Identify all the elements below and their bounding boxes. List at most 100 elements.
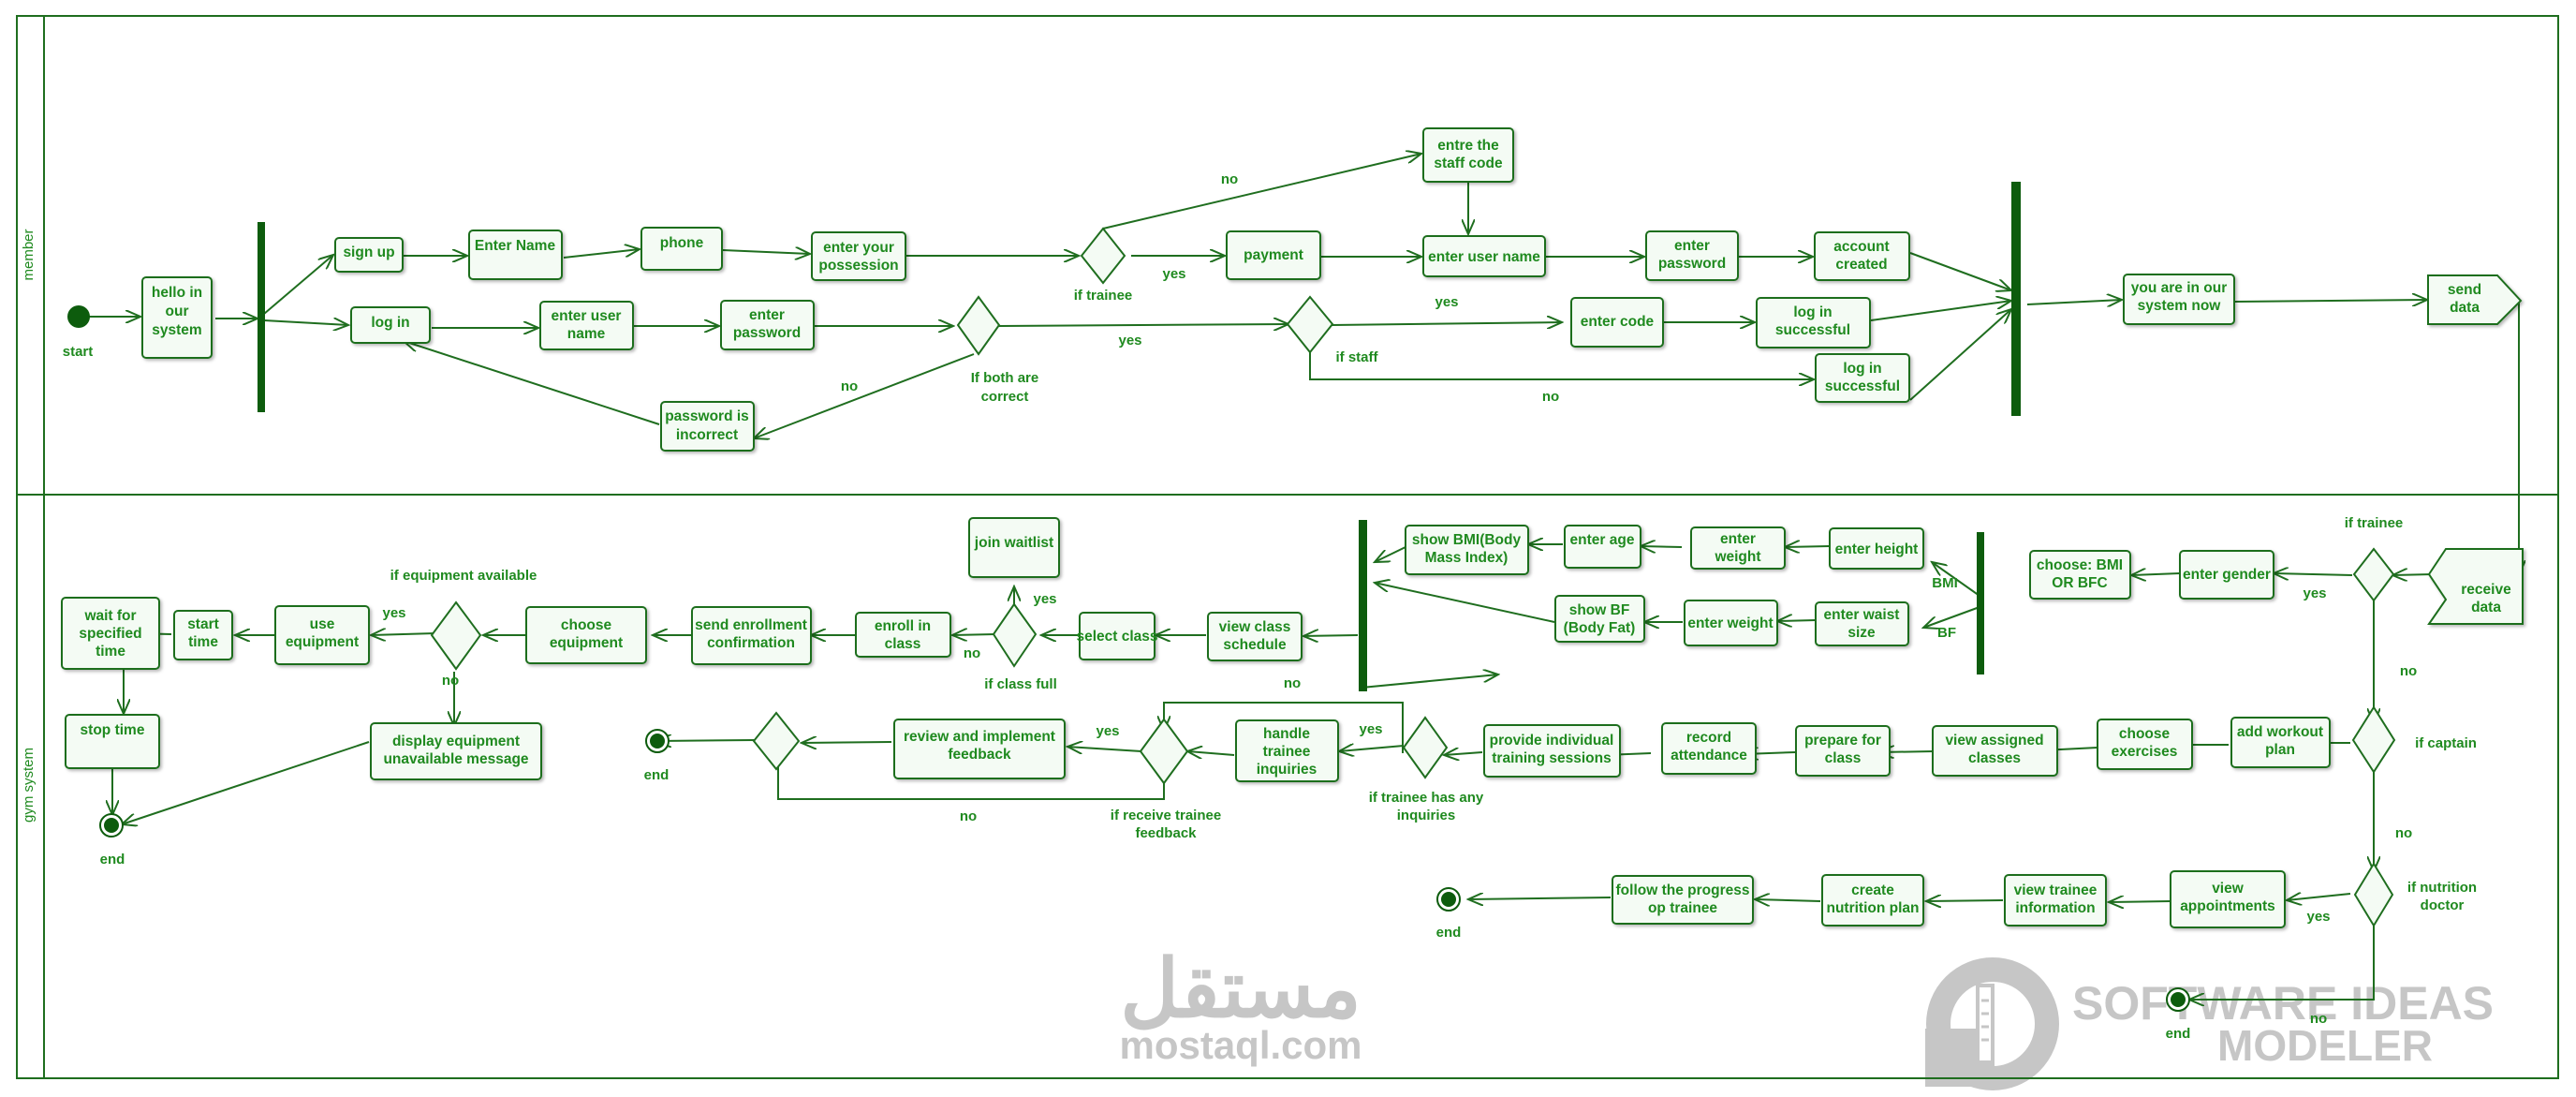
swimlanes xyxy=(16,15,2559,1079)
software-ideas-logo-icon xyxy=(1925,957,2059,1090)
lane-label-gym-system: gym system xyxy=(21,748,37,823)
svg-text:show BF(Body Fat): show BF(Body Fat) xyxy=(1564,602,1636,636)
svg-text:enter height: enter height xyxy=(1835,541,1919,557)
label-no-captain: no xyxy=(2395,825,2412,841)
node-enter-code: enter code xyxy=(1570,297,1664,348)
node-payment: payment xyxy=(1226,230,1321,280)
label-bf: BF xyxy=(1937,625,1956,641)
label-yes-inquiries: yes xyxy=(1359,721,1382,737)
watermarks: مستقل mostaql.com SOFTWARE IDEAS MODELER xyxy=(1119,944,2494,1090)
decision-if-nutrition xyxy=(2353,862,2394,927)
svg-text:log in: log in xyxy=(371,315,409,331)
decision-if-both-correct xyxy=(956,295,1001,356)
end-label-2: end xyxy=(644,767,670,783)
decision-merge xyxy=(752,711,801,771)
svg-text:phone: phone xyxy=(660,235,704,251)
end-label-4: end xyxy=(2166,1026,2191,1042)
label-yes-feedback: yes xyxy=(1096,723,1119,739)
mostaql-watermark-arabic: مستقل xyxy=(1120,944,1361,1034)
label-no-nutrition: no xyxy=(2310,1011,2327,1027)
end-node-4 xyxy=(2166,987,2190,1012)
label-yes-class-full: yes xyxy=(1033,591,1056,607)
node-enter-gender: enter gender xyxy=(2179,550,2274,600)
sim-watermark-line1: SOFTWARE IDEAS xyxy=(2072,977,2494,1030)
end-node-3 xyxy=(1436,887,1461,912)
end-node-1 xyxy=(99,813,124,838)
end-label-1: end xyxy=(100,852,125,867)
label-yes-nutrition: yes xyxy=(2306,909,2330,925)
svg-text:enter age: enter age xyxy=(1570,532,1635,548)
label-no-correct: no xyxy=(841,378,858,394)
end-label-3: end xyxy=(1436,925,1462,941)
decision-if-captain xyxy=(2351,705,2396,774)
label-if-class-full: if class full xyxy=(984,676,1057,692)
label-yes-correct: yes xyxy=(1118,333,1141,348)
label-if-trainee: if trainee xyxy=(1074,288,1133,304)
node-show-bf: show BF(Body Fat) xyxy=(1554,595,1645,643)
node-enter-age: enter age xyxy=(1564,525,1641,569)
svg-text:enter code: enter code xyxy=(1581,314,1655,330)
svg-text:join waitlist: join waitlist xyxy=(974,535,1053,551)
decision-if-staff xyxy=(1286,295,1334,354)
node-select-class: select class xyxy=(1076,612,1158,660)
decision-nodes xyxy=(430,227,2396,927)
label-gym-if-trainee: if trainee xyxy=(2345,515,2404,531)
start-label: start xyxy=(63,344,94,360)
svg-text:stop time: stop time xyxy=(81,722,145,738)
node-enter-height: enter height xyxy=(1829,527,1924,570)
label-if-captain: if captain xyxy=(2415,735,2477,751)
svg-text:select class: select class xyxy=(1076,629,1157,645)
label-no-schedule: no xyxy=(1284,675,1301,691)
label-no-staff: no xyxy=(1542,389,1559,405)
label-if-equipment-available: if equipment available xyxy=(390,568,537,584)
label-if-staff: if staff xyxy=(1336,349,1379,365)
decision-if-feedback xyxy=(1139,718,1189,785)
label-gym-no-trainee: no xyxy=(2400,663,2417,679)
